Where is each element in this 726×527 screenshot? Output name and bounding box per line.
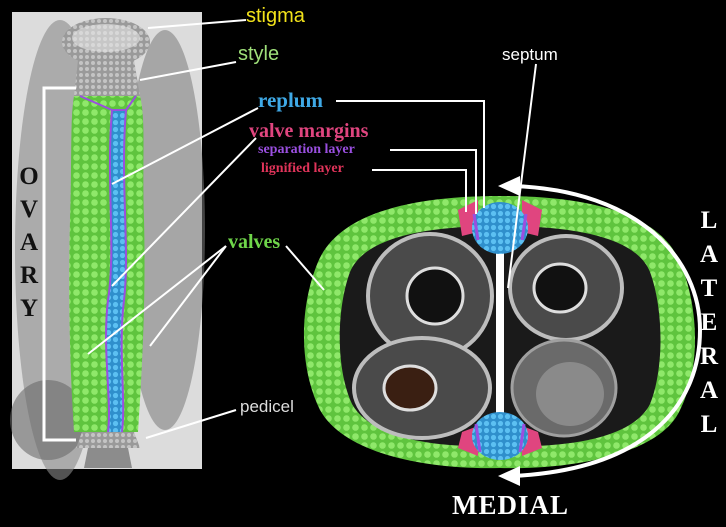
ovary-letter: R — [20, 259, 38, 292]
lateral-letter: L — [701, 408, 718, 442]
ovary-letter: V — [20, 193, 38, 226]
label-lignified-layer: lignified layer — [261, 162, 344, 176]
ovary-letter: O — [19, 160, 38, 193]
stigma-papillae — [72, 24, 140, 52]
style-shape — [74, 60, 140, 96]
ovary-letter: A — [20, 226, 38, 259]
label-septum: septum — [502, 46, 558, 63]
lateral-letter: R — [700, 340, 718, 374]
lateral-letter: E — [701, 306, 718, 340]
replum-top — [472, 202, 528, 254]
replum-bottom — [472, 412, 528, 460]
ovule-top-right-sac — [534, 264, 586, 312]
label-ovary-vertical: OVARY — [14, 160, 44, 325]
label-style: style — [238, 44, 279, 64]
lateral-letter: A — [700, 374, 718, 408]
ovule-bottom-right-inner — [536, 362, 604, 426]
label-lateral-vertical: LATERAL — [696, 204, 722, 442]
lateral-letter: T — [701, 272, 718, 306]
leader-replum-right — [336, 101, 484, 208]
label-medial: MEDIAL — [452, 492, 569, 519]
lateral-letter: A — [700, 238, 718, 272]
arrowhead-top-icon — [498, 176, 520, 196]
label-stigma: stigma — [246, 6, 305, 26]
lateral-letter: L — [701, 204, 718, 238]
label-separation-layer: separation layer — [258, 143, 355, 157]
label-valve-margins: valve margins — [249, 121, 368, 141]
label-pedicel: pedicel — [240, 398, 294, 415]
arrowhead-bottom-icon — [498, 466, 520, 486]
label-replum: replum — [258, 90, 323, 111]
cross-section — [304, 196, 695, 468]
label-valves: valves — [228, 232, 280, 252]
gynophore — [76, 432, 140, 448]
ovule-top-left-sac — [407, 268, 463, 324]
pedicel-shape — [84, 448, 132, 468]
septum-line — [496, 246, 504, 424]
ovary-letter: Y — [20, 292, 38, 325]
ovule-bottom-left-sac — [384, 366, 436, 410]
